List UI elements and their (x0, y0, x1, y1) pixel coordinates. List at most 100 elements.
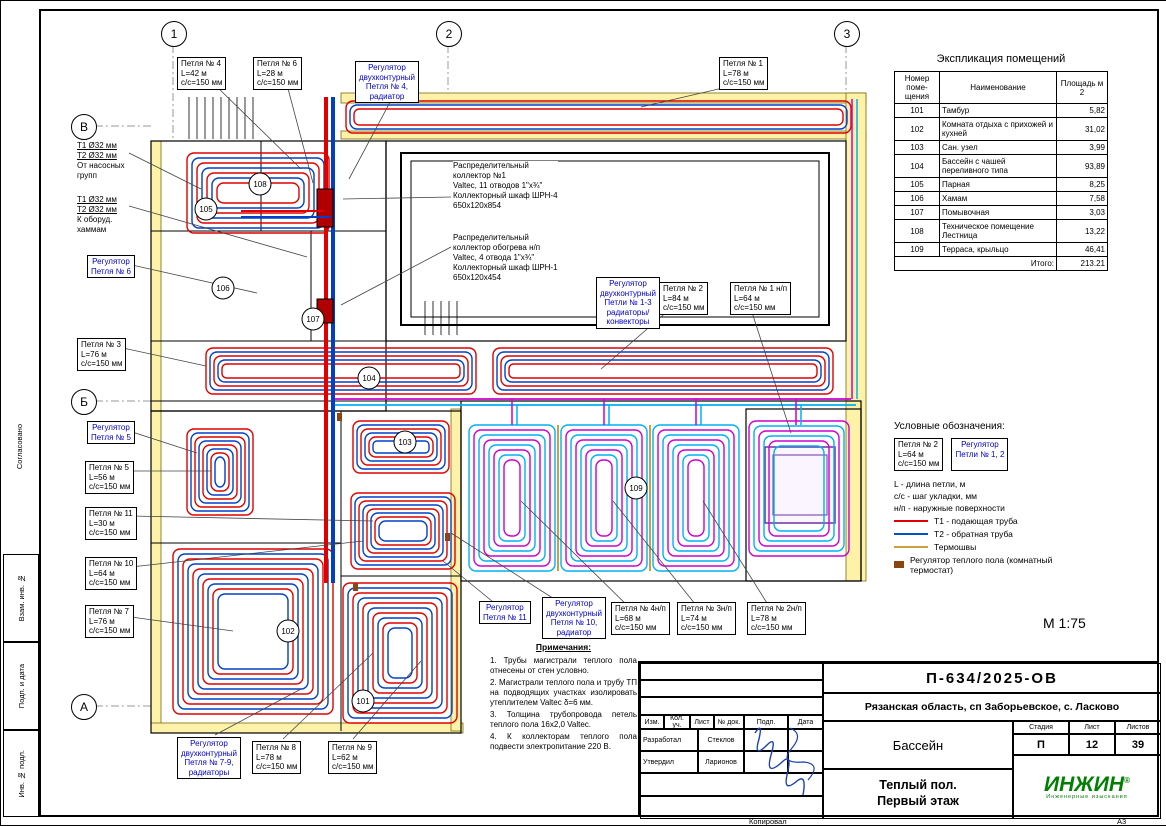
legend-regulator-symbol: Регулятор теплого пола (комнатный термос… (894, 555, 1134, 575)
tb-h-koluch: Кол. уч. (664, 715, 690, 729)
tb-sheets-value: 39 (1115, 734, 1161, 755)
legend-block: Условные обозначения: Петля № 2 L=64 м с… (894, 421, 1134, 575)
title-block: Изм. Кол. уч. Лист № док. Подп. Дата Раз… (638, 661, 1161, 819)
tb-empty-row (640, 663, 823, 680)
room-number-102: 102 (281, 627, 295, 636)
tb-sheets-label: Листов (1115, 721, 1161, 734)
stamp-box-podp: Подп. и дата (3, 642, 39, 730)
tb-sheet-label: Лист (1069, 721, 1115, 734)
tb-sig-1 (744, 729, 788, 751)
legend-line-swatch (894, 545, 928, 548)
legend-line-swatch (894, 532, 928, 535)
tb-name-larionov: Ларионов (698, 751, 744, 773)
room-number-107: 107 (306, 315, 320, 324)
tb-empty-row (640, 697, 823, 715)
note-item-4: 4. К коллекторам теплого пола подвести э… (490, 731, 637, 751)
tb-date-2 (788, 751, 823, 773)
axis-bubble-v: В (71, 114, 97, 140)
explication-total-row: Итого:213.21 (894, 256, 1108, 271)
stamp-box-vzam: Взам. инв. № (3, 554, 39, 642)
scale-label: М 1:75 (1043, 615, 1086, 631)
tb-sheet-value: 12 (1069, 734, 1115, 755)
axis-bubble-2: 2 (436, 21, 462, 47)
left-stamp-strip: Согласовано Взам. инв. № Подп. и дата Ин… (3, 9, 39, 817)
explication-title: Экспликация помещений (936, 53, 1066, 65)
stamp-soglasovano: Согласовано (15, 424, 24, 470)
tb-role-razrabotal: Разработал (640, 729, 698, 751)
tb-stage-label: Стадия (1013, 721, 1069, 734)
tb-empty-row (640, 796, 823, 819)
stamp-box-inv: Инв. № подл. (3, 730, 39, 817)
tb-h-podp: Подп. (744, 715, 788, 729)
col-header-area: Площадь м 2 (1056, 71, 1108, 104)
room-number-104: 104 (362, 374, 376, 383)
tb-location: Рязанская область, сп Заборьевское, с. Л… (823, 693, 1161, 721)
tb-empty-row (640, 773, 823, 796)
legend-sample-regulator: Регулятор Петли № 1, 2 (951, 438, 1009, 471)
room-number-103: 103 (398, 438, 412, 447)
tb-date-1 (788, 729, 823, 751)
legend-line-1: Т1 - подающая труба (894, 516, 1134, 526)
room-number-108: 108 (253, 180, 267, 189)
format-label: А3 (1117, 817, 1127, 826)
note-item-3: 3. Толщина трубопровода петель теплого п… (490, 709, 637, 729)
tb-h-dok: № док. (714, 715, 744, 729)
axis-bubble-1: 1 (161, 21, 187, 47)
legend-line-3: Термошвы (894, 542, 1134, 552)
tb-drawing-title: Теплый пол. Первый этаж (823, 769, 1013, 819)
room-number-105: 105 (199, 205, 213, 214)
note-item-2: 2. Магистрали теплого пола и трубу ТП на… (490, 677, 637, 707)
legend-definitions: L - длина петли, м с/с - шаг укладки, мм… (894, 478, 1005, 513)
room-number-106: 106 (216, 284, 230, 293)
room-number-101: 101 (356, 697, 370, 706)
legend-line-swatch (894, 519, 928, 522)
legend-line-2: Т2 - обратная труба (894, 529, 1134, 539)
notes-title: Примечания: (535, 642, 592, 652)
explication-block: Экспликация помещений Номер поме-щения Н… (894, 53, 1108, 271)
tb-stage-value: П (1013, 734, 1069, 755)
axis-bubble-b: Б (71, 389, 97, 415)
explication-table: Номер поме-щения Наименование Площадь м … (894, 71, 1108, 271)
room-number-109: 109 (629, 484, 643, 493)
axis-bubble-a: А (71, 694, 97, 720)
tb-sig-2 (744, 751, 788, 773)
tb-doc-number: П-634/2025-ОВ (823, 663, 1161, 693)
col-header-number: Номер поме-щения (894, 71, 940, 104)
tb-h-izm: Изм. (640, 715, 664, 729)
tb-role-utverdil: Утвердил (640, 751, 698, 773)
tb-logo: ИНЖИН® Инженерные изыскания (1013, 755, 1161, 819)
col-header-name: Наименование (939, 71, 1057, 104)
tb-object: Бассейн (823, 721, 1013, 769)
